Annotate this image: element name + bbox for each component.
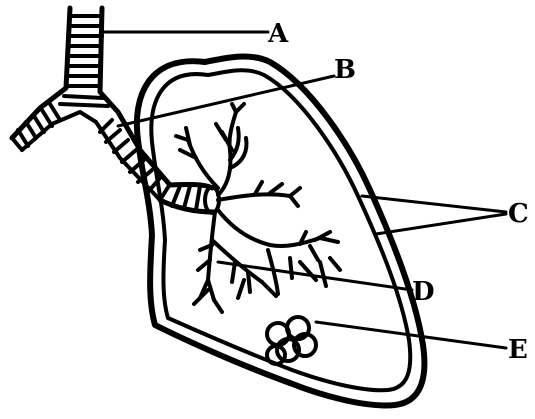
label-c: C (508, 199, 529, 229)
label-a: A (267, 19, 289, 49)
trachea (12, 8, 170, 200)
label-b: B (334, 55, 356, 85)
lung-pleura (137, 57, 425, 406)
label-d: D (412, 277, 435, 307)
label-e: E (508, 335, 528, 365)
leader-line-c-lower (376, 214, 506, 234)
alveoli (267, 317, 316, 364)
bronchial-tree (176, 104, 340, 312)
leader-line-c-upper (362, 196, 506, 212)
